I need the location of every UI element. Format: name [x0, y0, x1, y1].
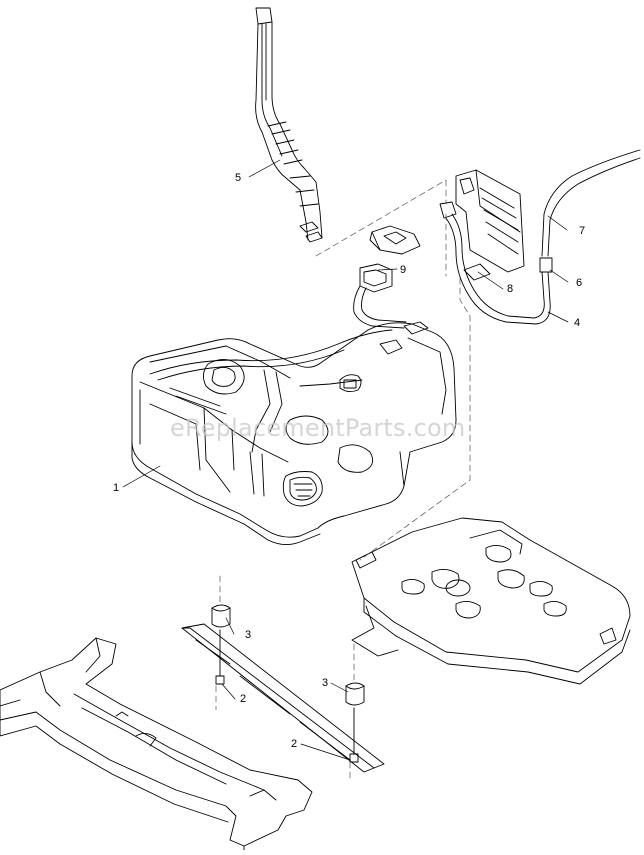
callout-1: 1	[113, 482, 120, 494]
fuel-hose	[439, 149, 641, 325]
callout-8: 8	[507, 283, 514, 295]
callout-9: 9	[400, 264, 407, 276]
callout-6: 6	[576, 277, 583, 289]
vent-valve	[353, 263, 407, 329]
watermark: eReplacementParts.com	[170, 414, 466, 442]
callout-2-right: 2	[291, 738, 298, 750]
isolator-right	[345, 682, 365, 763]
callout-7: 7	[579, 225, 586, 237]
callout-2-left: 2	[240, 693, 247, 705]
leader-lines	[122, 159, 569, 761]
tank-bracket	[369, 225, 421, 255]
deck-plate	[351, 517, 631, 685]
fill-tube	[255, 7, 323, 243]
callout-3-right: 3	[322, 677, 329, 689]
callout-4: 4	[574, 317, 581, 329]
frame-crossmember	[0, 637, 313, 851]
fuel-tank	[131, 321, 457, 545]
spacer-strip	[181, 623, 385, 773]
callout-3-left: 3	[245, 629, 252, 641]
callout-5: 5	[235, 172, 242, 184]
tank-shield	[455, 169, 525, 281]
assembly-lines	[215, 179, 471, 781]
isolator-left	[211, 604, 231, 685]
